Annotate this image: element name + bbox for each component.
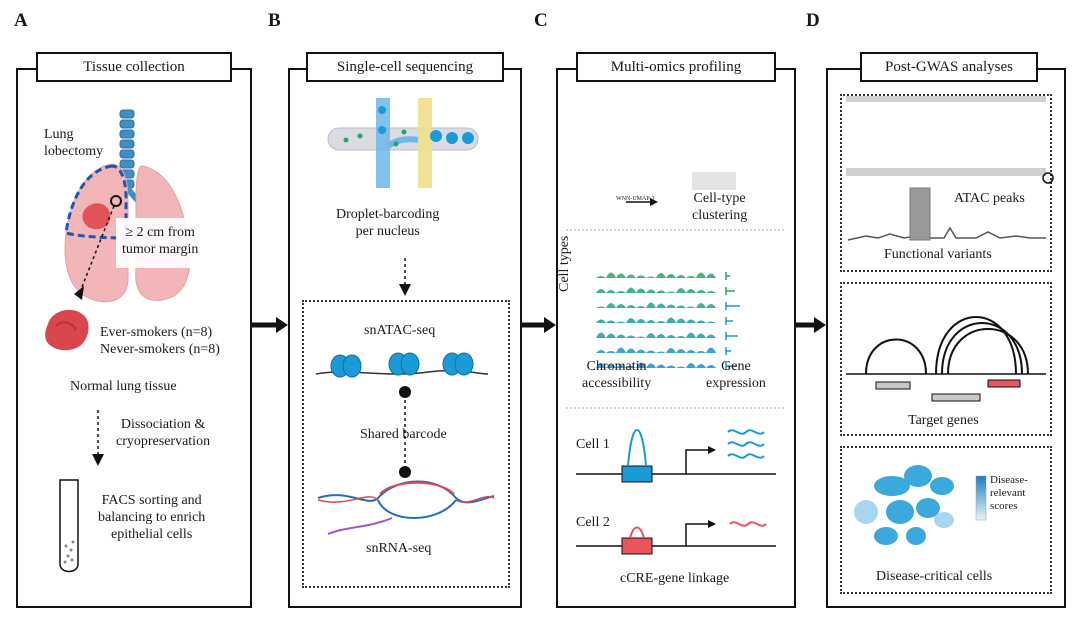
sequencing-dashed-box xyxy=(302,300,510,588)
atac-peaks-label: ATAC peaks xyxy=(954,191,1025,206)
cell-types-label: Cell types xyxy=(557,235,572,292)
cell-1-label: Cell 1 xyxy=(576,437,610,452)
expression-bar xyxy=(725,332,738,340)
expression-bar xyxy=(725,272,730,280)
chromatin-accessibility-label: Chromatin accessibility xyxy=(582,359,652,391)
multiomics-illustration xyxy=(566,172,786,555)
chromatin-track xyxy=(596,302,716,308)
panel-letter-c: C xyxy=(534,10,548,31)
normal-tissue-label: Normal lung tissue xyxy=(70,379,177,394)
functional-variants-label: Functional variants xyxy=(884,247,992,262)
expression-bar xyxy=(725,362,736,370)
snatac-label: snATAC-seq xyxy=(364,323,436,338)
expression-bar xyxy=(725,287,735,295)
lung-illustration xyxy=(45,109,224,573)
target-genes-label: Target genes xyxy=(908,413,979,428)
disease-score-legend: Disease- relevant scores xyxy=(990,474,1028,512)
functional-variants-box xyxy=(840,94,1052,272)
expression-bar xyxy=(725,347,731,355)
chromatin-track xyxy=(596,332,716,338)
disease-critical-cells-label: Disease-critical cells xyxy=(876,569,993,584)
panel-letter-d: D xyxy=(806,10,820,31)
target-genes-box xyxy=(840,282,1052,436)
facs-label: FACS sorting and balancing to enrich epi… xyxy=(98,493,206,542)
ccre-linkage-label: cCRE-gene linkage xyxy=(620,571,730,586)
gene-expression-label: Gene expression xyxy=(706,359,766,391)
expression-bar xyxy=(725,317,733,325)
chromatin-track xyxy=(596,347,716,353)
panel-d-title: Post-GWAS analyses xyxy=(860,52,1038,82)
chromatin-track xyxy=(596,287,716,293)
panel-a-title: Tissue collection xyxy=(36,52,232,82)
snrna-label: snRNA-seq xyxy=(366,541,432,556)
chromatin-track xyxy=(596,272,716,278)
disease-cells-box xyxy=(840,446,1052,594)
lung-lobectomy-label: Lung lobectomy xyxy=(44,127,104,159)
tumor-margin-label: ≥ 2 cm from tumor margin xyxy=(122,225,199,257)
panel-b-title: Single-cell sequencing xyxy=(306,52,504,82)
chromatin-track xyxy=(596,317,716,323)
smoker-cohort-label: Ever-smokers (n=8) Never-smokers (n=8) xyxy=(100,325,220,357)
panel-c-title: Multi-omics profiling xyxy=(576,52,776,82)
droplet-microfluidics xyxy=(315,98,495,535)
umap-axis-label: WNN-UMAP-1 xyxy=(616,196,655,202)
dissociation-label: Dissociation & cryopreservation xyxy=(116,417,211,449)
expression-bar xyxy=(725,302,740,310)
chromatin-track xyxy=(596,362,716,368)
shared-barcode-label: Shared barcode xyxy=(360,427,447,442)
post-gwas-illustration xyxy=(846,96,1054,545)
clustering-label: Cell-type clustering xyxy=(692,191,748,223)
panel-letter-b: B xyxy=(268,10,281,31)
panel-letter-a: A xyxy=(14,10,28,31)
droplet-barcoding-label: Droplet-barcoding per nucleus xyxy=(336,207,440,239)
cell-2-label: Cell 2 xyxy=(576,515,610,530)
